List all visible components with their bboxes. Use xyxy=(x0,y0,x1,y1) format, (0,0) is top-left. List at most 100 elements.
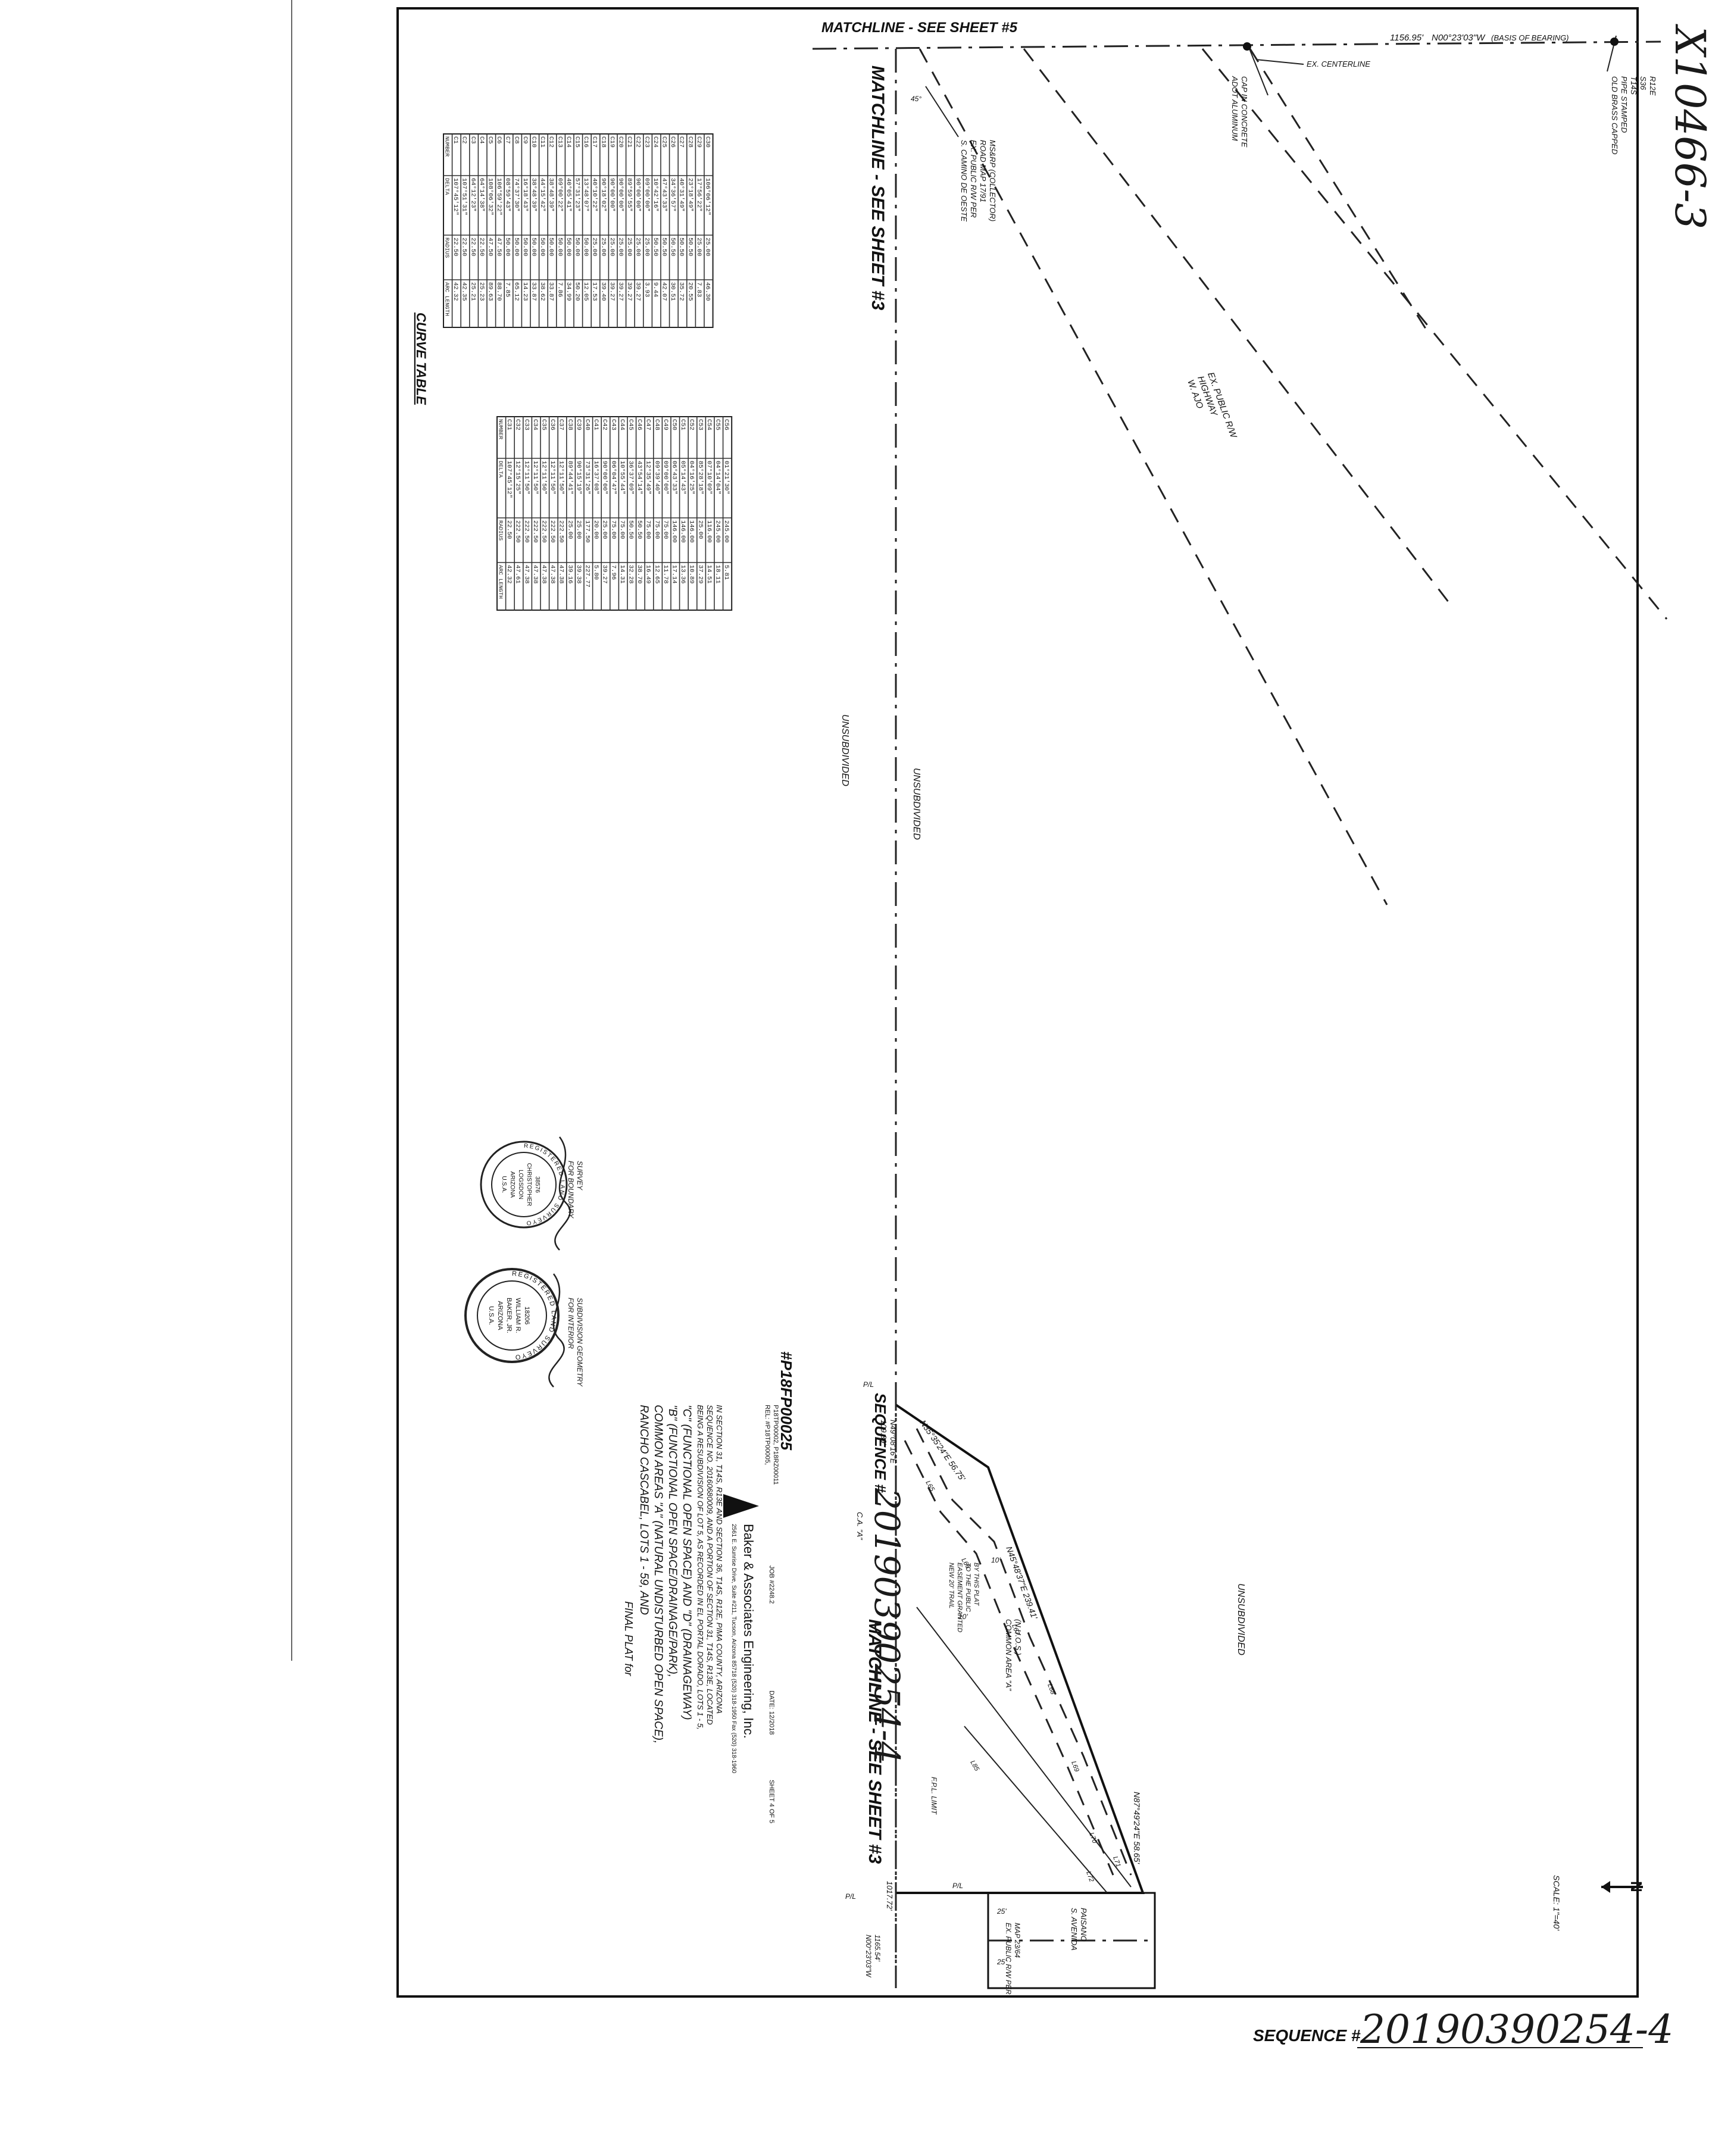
pl-label-1: P/L xyxy=(863,1380,874,1389)
curve-table-left-cell: 88.70 xyxy=(495,282,502,301)
curve-table-left-cell: 39.27 xyxy=(617,282,624,301)
seal-right: REGISTERED LAND SURVEYOR 18206 WILLIAM R… xyxy=(464,1268,565,1388)
curve-table-right-cell: 47.61 xyxy=(514,565,521,584)
curve-table-right-cell: C38 xyxy=(566,419,573,430)
ajo-centerline xyxy=(1201,48,1668,620)
curve-table-left-cell: C17 xyxy=(591,136,598,148)
curve-table-right-cell: 245.00 xyxy=(714,520,721,543)
sheet-number: SHEET 4 OF 5 xyxy=(768,1780,775,1823)
curve-table-right-cell: C51 xyxy=(679,419,686,430)
curve-table-right-cell: 12.65 xyxy=(653,565,660,584)
curve-table-left-cell: 25.21 xyxy=(469,282,476,301)
seal-right-inner-3: BAKER, JR. xyxy=(505,1298,513,1333)
curve-table-right-cell: C52 xyxy=(688,419,695,430)
curve-table-right-cell: 36°37'09" xyxy=(627,461,635,495)
curve-table-left-cell: 50.00 xyxy=(504,238,511,257)
curve-table-right-cell: 12°11'50" xyxy=(523,461,530,495)
brass-cap-line-4: S36 xyxy=(1639,76,1648,90)
bearing-4-distance: 109.89' xyxy=(879,1420,888,1445)
curve-table-left-header: DELTA xyxy=(444,178,451,195)
curve-table-left-cell: 42.07 xyxy=(661,282,668,301)
curve-table-right-cell: 42.32 xyxy=(505,565,513,584)
curve-table-left-cell: C29 xyxy=(695,136,702,148)
curve-table-left-cell: 64°14'38" xyxy=(478,178,485,212)
curve-table-left-cell: 42.32 xyxy=(452,282,459,301)
brass-cap-line-5: R12E xyxy=(1648,76,1657,96)
bearing-1: N35°35'24"E 56.75' xyxy=(918,1418,968,1483)
curve-table-left-cell: 22.50 xyxy=(478,238,485,257)
curve-table-left-cell: 50.00 xyxy=(582,238,589,257)
seal-right-inner-1: 18206 xyxy=(523,1307,530,1325)
curve-table-right-cell: 16°37'08" xyxy=(592,461,599,495)
curve-table-right-cell: 222.50 xyxy=(532,520,539,543)
curve-table-left-cell: 16°18'43" xyxy=(521,178,529,212)
unsubdivided-3: UNSUBDIVIDED xyxy=(1236,1583,1246,1655)
curve-table-left-cell: 25.00 xyxy=(617,238,624,257)
plat-date: DATE: 12/2018 xyxy=(768,1691,775,1735)
sequence-value: 20190390254-4 xyxy=(1360,2007,1673,2052)
curve-table-right-cell: 22.50 xyxy=(505,520,513,539)
matchline-top: MATCHLINE - SEE SHEET #5 xyxy=(821,20,1018,36)
line-label-l72: L72 xyxy=(1085,1870,1095,1883)
curve-table-right-cell: C42 xyxy=(601,419,608,430)
curve-table-left-cell: 34°36'57" xyxy=(669,178,676,212)
curve-table-left-cell: 25.23 xyxy=(478,282,485,301)
title-desc-1: BEING A RESUBDIVISION OF LOT 5, AS RECOR… xyxy=(696,1405,705,1730)
curve-table-left-cell: C6 xyxy=(495,136,502,144)
curve-table-left-cell: 9.44 xyxy=(652,282,659,297)
curve-table-left-cell: C14 xyxy=(565,136,572,148)
curve-table-right-cell: 222.50 xyxy=(523,520,530,543)
company-address: 2561 E. Sunrise Drive, Suite #211, Tucso… xyxy=(730,1524,737,1773)
curve-table-left-cell: 40°10'22" xyxy=(591,178,598,212)
curve-table-right-cell: 222.50 xyxy=(549,520,556,543)
curve-table-right-cell: 222.50 xyxy=(540,520,548,543)
curve-table-left-cell: 7.83 xyxy=(695,282,702,297)
seal-left-caption-2: SURVEY xyxy=(576,1161,584,1191)
title-desc-2: SEQUENCE NO. 20160680009, AND A PORTION … xyxy=(705,1405,714,1725)
curve-table-right-cell: 18.11 xyxy=(714,565,721,584)
pl-label-2: P/L xyxy=(845,1892,856,1901)
curve-table-left-header: RADIUS xyxy=(444,238,451,258)
curve-table-right-cell: 10°55'44" xyxy=(618,461,626,495)
curve-table-left-cell: 90°00'00" xyxy=(617,178,624,212)
fpl-label: F.P.L. LIMIT xyxy=(930,1777,938,1816)
curve-table-left-cell: 89°59'55" xyxy=(626,178,633,212)
title-line-2: COMMON AREAS "A" (NATURAL UNDISTURBED OP… xyxy=(652,1405,664,1743)
curve-table-left-cell: 50.00 xyxy=(556,238,563,257)
seq-inner-label: SEQUENCE # xyxy=(871,1393,889,1493)
curve-table-right-cell: 75.00 xyxy=(610,520,617,539)
curve-table-left-cell: 74°37'30" xyxy=(513,178,520,212)
doc-number: X10466-3 xyxy=(1666,24,1714,230)
camino-line-3: ROAD MAP 17/91 xyxy=(979,140,988,202)
curve-table-right-cell: 13.36 xyxy=(679,565,686,584)
curve-table-left-cell: 46.30 xyxy=(704,282,711,301)
curve-table-right-cell: C34 xyxy=(532,419,539,430)
curve-table-left-cell: 90°00'00" xyxy=(608,178,616,212)
bearing-top-distance: 1156.95' xyxy=(1390,33,1424,43)
curve-table-left-cell: C15 xyxy=(574,136,581,148)
bearing-top-bearing: N00°23'03"W xyxy=(1432,33,1486,43)
curve-table-left-cell: 47°43'33" xyxy=(661,178,668,212)
bearing-5-bearing: N00°23'03"W xyxy=(864,1935,873,1978)
angle-45: 45° xyxy=(911,95,921,103)
ca-a-label: C.A. "A" xyxy=(855,1512,864,1541)
ajo-row-line-1 xyxy=(918,48,1388,905)
curve-table-right-cell: C33 xyxy=(523,419,530,430)
title-heading: FINAL PLAT for xyxy=(623,1601,635,1676)
width-10a: 10' xyxy=(991,1556,1001,1564)
common-area-a-1: COMMON AREA "A" xyxy=(1004,1619,1013,1692)
line-label-l69: L69 xyxy=(1070,1760,1080,1773)
curve-table-right-cell: 245.00 xyxy=(723,520,730,543)
curve-table-left-cell: 22.50 xyxy=(461,238,468,257)
bearing-2: N45°48'37"E 239.41' xyxy=(1004,1545,1040,1621)
curve-table-right-cell: 12°35'49" xyxy=(645,461,652,495)
aluminum-cap-line-2: CAP IN CONCRETE xyxy=(1240,76,1249,148)
curve-table-left-cell: 50.50 xyxy=(652,238,659,257)
curve-table-left-cell: 25.00 xyxy=(643,238,650,257)
bearing-top-note: (BASIS OF BEARING) xyxy=(1491,33,1569,42)
curve-table-left-cell: 25.00 xyxy=(626,238,633,257)
north-arrow-icon xyxy=(1601,1881,1610,1893)
